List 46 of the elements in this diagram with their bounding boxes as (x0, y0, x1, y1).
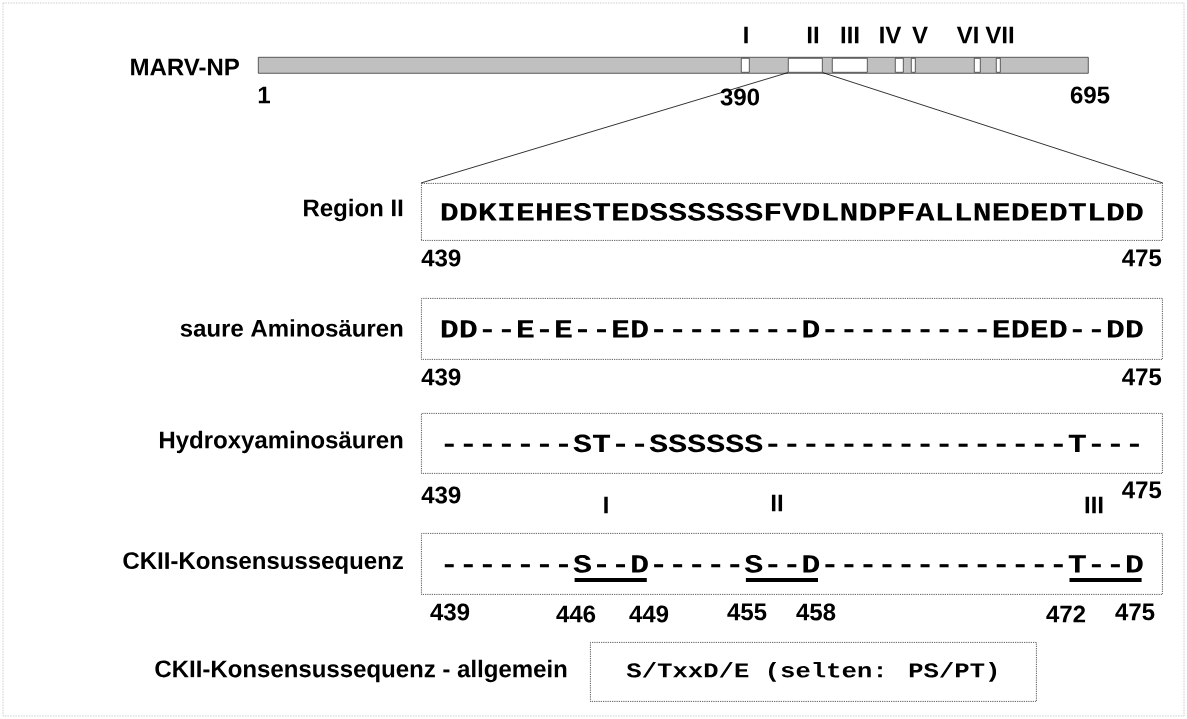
row-label: I (744, 26, 748, 44)
position-number: 455 (727, 603, 767, 621)
row-label: saure Aminosäuren (180, 319, 403, 337)
row-label: IV (880, 26, 902, 44)
region-numeral: III (1085, 496, 1103, 514)
domain-segment (741, 58, 750, 73)
sequence-box: S/TxxD/E (selten: PS/PT) (590, 642, 1037, 702)
position-number: 1 (258, 86, 270, 104)
position-number: 439 (430, 603, 470, 621)
zoom-line (822, 72, 1164, 184)
position-number: 472 (1046, 605, 1086, 623)
row-label: VII (985, 26, 1014, 44)
position-number: 475 (1122, 249, 1162, 267)
row-label: CKII-Konsensussequenz (123, 552, 403, 574)
domain-segment (895, 58, 904, 73)
domain-segment (788, 58, 823, 73)
position-number: 475 (1122, 481, 1162, 499)
domain-segment (911, 58, 916, 73)
zoom-line (420, 72, 789, 184)
row-label: VI (956, 26, 978, 44)
position-number: 449 (629, 605, 669, 623)
position-number: 475 (1115, 603, 1155, 621)
sequence-box: -------S--D-----S--D-------------T--D (421, 533, 1163, 595)
row-label: CKII-Konsensussequenz - allgemein (155, 659, 567, 683)
region-numeral: I (604, 496, 608, 514)
row-label: III (841, 26, 859, 44)
sequence-box: DDKIEHESTEDSSSSSSFVDLNDPFALLNEDEDTLDD (421, 183, 1163, 241)
position-number: 458 (796, 603, 836, 621)
sequence-box: DD--E-E--ED--------D---------EDED--DD (421, 298, 1163, 360)
row-label: MARV-NP (131, 58, 239, 76)
domain-segment (974, 58, 981, 73)
position-number: 475 (1122, 368, 1162, 386)
position-number: 439 (421, 368, 461, 386)
row-label: Hydroxyaminosäuren (160, 430, 403, 454)
domain-segment (832, 58, 868, 73)
position-number: 390 (720, 88, 760, 106)
row-label: V (912, 26, 928, 44)
position-number: 446 (556, 605, 596, 623)
sequence-box: -------ST--SSSSSS----------------T--- (421, 413, 1163, 474)
position-number: 695 (1070, 86, 1110, 104)
position-number: 439 (421, 486, 461, 504)
row-label: II (807, 26, 819, 44)
region-numeral: II (771, 494, 783, 512)
domain-segment (996, 58, 1001, 73)
position-number: 439 (421, 249, 461, 267)
row-label: Region II (304, 198, 403, 222)
